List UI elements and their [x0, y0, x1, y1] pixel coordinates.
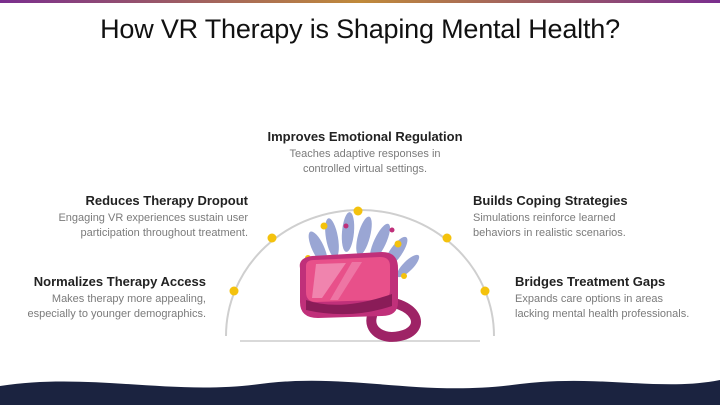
connector-dot-lower-right [480, 286, 490, 296]
leaf-cluster [308, 212, 420, 278]
connector-dot-lower-left [229, 286, 239, 296]
flower-dots [305, 222, 407, 279]
item-description-line: Expands care options in areas [515, 293, 663, 305]
item-heading: Reduces Therapy Dropout [85, 193, 248, 208]
item-description-line: participation throughout treatment. [80, 227, 248, 239]
item-description-line: Simulations reinforce learned [473, 212, 616, 224]
item-builds-coping-strategies: Builds Coping Strategies Simulations rei… [473, 192, 703, 241]
vr-headset-illustration [299, 212, 421, 342]
top-accent-bar [0, 0, 720, 3]
item-heading: Improves Emotional Regulation [267, 129, 463, 144]
item-description-line: lacking mental health professionals. [515, 308, 690, 320]
item-heading: Normalizes Therapy Access [33, 274, 206, 289]
item-normalizes-therapy-access: Normalizes Therapy Access Makes therapy … [0, 273, 206, 322]
item-heading: Bridges Treatment Gaps [515, 274, 666, 289]
item-description-line: controlled virtual settings. [302, 163, 428, 175]
connector-dot-upper-left [267, 233, 277, 243]
item-description-line: Makes therapy more appealing, [51, 293, 206, 305]
connector-dot-top [353, 206, 363, 216]
item-description-line: behaviors in realistic scenarios. [473, 227, 626, 239]
item-bridges-treatment-gaps: Bridges Treatment Gaps Expands care opti… [515, 273, 715, 322]
headset-strap [365, 295, 421, 342]
page-title: How VR Therapy is Shaping Mental Health? [100, 14, 620, 44]
item-improves-emotional-regulation: Improves Emotional Regulation Teaches ad… [220, 128, 510, 177]
connector-dot-upper-right [442, 233, 452, 243]
item-reduces-therapy-dropout: Reduces Therapy Dropout Engaging VR expe… [18, 192, 248, 241]
item-description-line: Teaches adaptive responses in [289, 148, 441, 160]
footer-wave [0, 380, 720, 405]
item-description-line: especially to younger demographics. [27, 308, 206, 320]
item-description-line: Engaging VR experiences sustain user [58, 212, 248, 224]
item-heading: Builds Coping Strategies [473, 193, 628, 208]
